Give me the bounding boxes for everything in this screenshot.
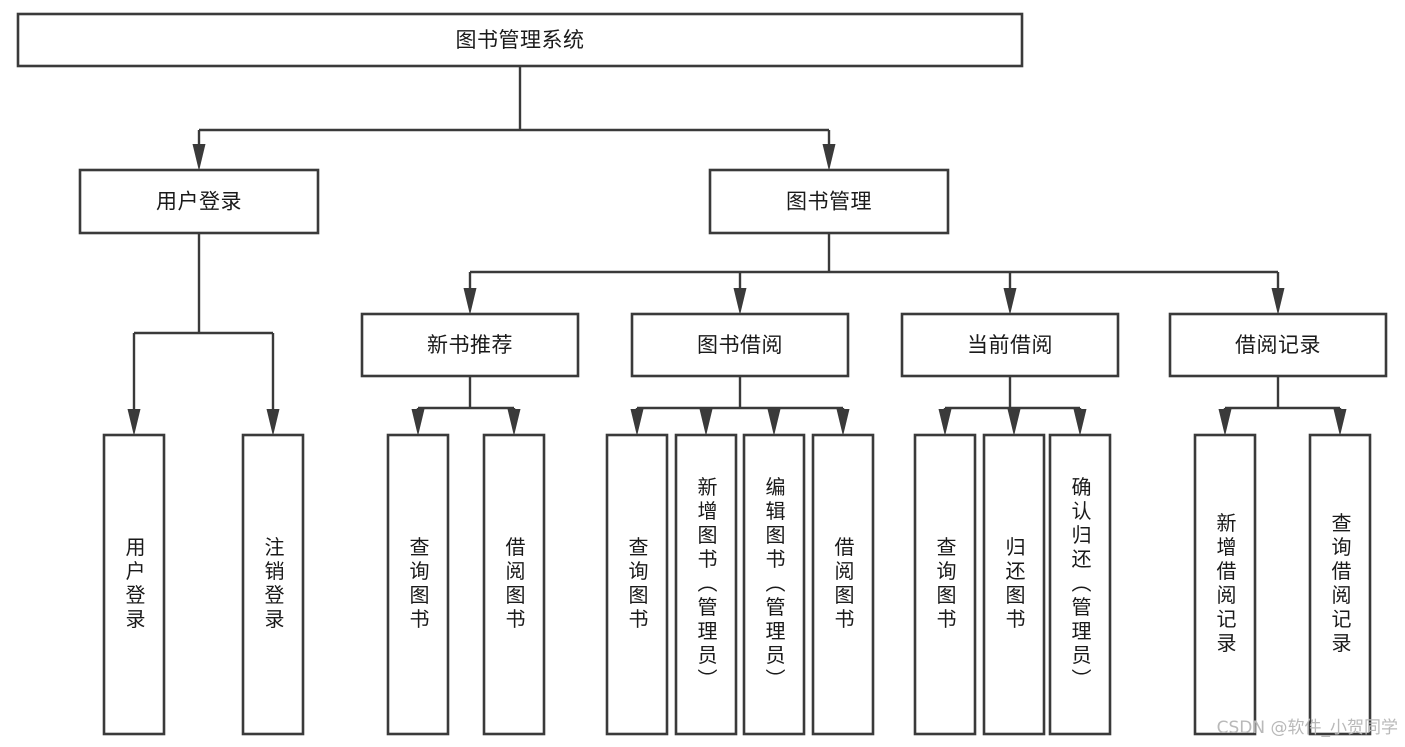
node-label-leaf9: 查询图书 bbox=[933, 536, 957, 632]
node-box-leaf2 bbox=[241, 433, 305, 736]
edge-arrowhead-leaf7 bbox=[767, 409, 781, 436]
node-leaf2[interactable]: 注销登录 bbox=[241, 433, 305, 736]
edge-arrowhead-leaf11 bbox=[1073, 409, 1087, 436]
node-bookmgmt[interactable]: 图书管理 bbox=[708, 168, 950, 235]
edge-arrowhead-leaf2 bbox=[266, 409, 280, 436]
node-box-leaf5 bbox=[605, 433, 669, 736]
node-box-leaf7 bbox=[742, 433, 806, 736]
node-label-leaf12: 新增借阅记录 bbox=[1213, 512, 1237, 656]
node-box-borrow bbox=[630, 312, 850, 378]
node-label-root: 图书管理系统 bbox=[456, 28, 585, 52]
node-label-leaf13: 查询借阅记录 bbox=[1328, 512, 1352, 656]
node-label-newbook: 新书推荐 bbox=[427, 333, 513, 357]
node-box-leaf9 bbox=[913, 433, 977, 736]
node-label-login: 用户登录 bbox=[156, 190, 242, 214]
node-label-leaf6: 新增图书（管理员） bbox=[694, 476, 718, 692]
node-borrow[interactable]: 图书借阅 bbox=[630, 312, 850, 378]
node-label-leaf1: 用户登录 bbox=[122, 537, 146, 633]
edge-arrowhead-borrow bbox=[733, 288, 747, 315]
node-leaf1[interactable]: 用户登录 bbox=[102, 433, 166, 736]
node-label-borrow: 图书借阅 bbox=[697, 333, 783, 357]
node-label-leaf2: 注销登录 bbox=[261, 536, 285, 632]
node-leaf13[interactable]: 查询借阅记录 bbox=[1308, 433, 1372, 736]
node-box-root bbox=[16, 12, 1024, 68]
node-label-leaf10: 归还图书 bbox=[1002, 536, 1026, 632]
node-label-leaf11: 确认归还（管理员） bbox=[1068, 476, 1092, 692]
node-box-leaf4 bbox=[482, 433, 546, 736]
edge-arrowhead-bookmgmt bbox=[822, 144, 836, 171]
node-current[interactable]: 当前借阅 bbox=[900, 312, 1120, 378]
node-box-login bbox=[78, 168, 320, 235]
node-box-leaf11 bbox=[1048, 433, 1112, 736]
node-leaf4[interactable]: 借阅图书 bbox=[482, 433, 546, 736]
node-label-leaf7: 编辑图书（管理员） bbox=[762, 476, 786, 692]
node-newbook[interactable]: 新书推荐 bbox=[360, 312, 580, 378]
node-leaf10[interactable]: 归还图书 bbox=[982, 433, 1046, 736]
edge-arrowhead-leaf6 bbox=[699, 409, 713, 436]
edge-arrowhead-leaf8 bbox=[836, 409, 850, 436]
node-box-newbook bbox=[360, 312, 580, 378]
node-box-leaf13 bbox=[1308, 433, 1372, 736]
node-leaf5[interactable]: 查询图书 bbox=[605, 433, 669, 736]
node-box-leaf3 bbox=[386, 433, 450, 736]
edge-arrowhead-records bbox=[1271, 288, 1285, 315]
node-login[interactable]: 用户登录 bbox=[78, 168, 320, 235]
node-leaf8[interactable]: 借阅图书 bbox=[811, 433, 875, 736]
edge-arrowhead-newbook bbox=[463, 288, 477, 315]
node-label-current: 当前借阅 bbox=[967, 333, 1053, 357]
node-label-records: 借阅记录 bbox=[1235, 333, 1321, 357]
node-box-leaf8 bbox=[811, 433, 875, 736]
node-label-leaf3: 查询图书 bbox=[406, 536, 430, 632]
edge-arrowhead-leaf13 bbox=[1333, 409, 1347, 436]
edge-arrowhead-leaf1 bbox=[127, 409, 141, 436]
node-label-leaf8: 借阅图书 bbox=[831, 536, 855, 632]
edge-arrowhead-leaf10 bbox=[1007, 409, 1021, 436]
edge-arrowhead-leaf5 bbox=[630, 409, 644, 436]
node-label-leaf4: 借阅图书 bbox=[502, 536, 526, 632]
edges-layer bbox=[127, 66, 1347, 436]
node-box-bookmgmt bbox=[708, 168, 950, 235]
node-root[interactable]: 图书管理系统 bbox=[16, 12, 1024, 68]
node-leaf7[interactable]: 编辑图书（管理员） bbox=[742, 433, 806, 736]
node-box-leaf10 bbox=[982, 433, 1046, 736]
node-label-bookmgmt: 图书管理 bbox=[786, 190, 872, 214]
nodes-layer: 图书管理系统用户登录图书管理新书推荐图书借阅当前借阅借阅记录用户登录注销登录查询… bbox=[16, 12, 1388, 736]
edge-arrowhead-leaf12 bbox=[1218, 409, 1232, 436]
edge-arrowhead-login bbox=[192, 144, 206, 171]
node-box-records bbox=[1168, 312, 1388, 378]
node-leaf9[interactable]: 查询图书 bbox=[913, 433, 977, 736]
node-box-leaf12 bbox=[1193, 433, 1257, 736]
csdn-watermark: CSDN @软件_小贺同学 bbox=[1217, 718, 1398, 738]
node-leaf12[interactable]: 新增借阅记录 bbox=[1193, 433, 1257, 736]
node-label-leaf5: 查询图书 bbox=[625, 536, 649, 632]
node-box-current bbox=[900, 312, 1120, 378]
edge-arrowhead-current bbox=[1003, 288, 1017, 315]
node-leaf11[interactable]: 确认归还（管理员） bbox=[1048, 433, 1112, 736]
node-leaf6[interactable]: 新增图书（管理员） bbox=[674, 433, 738, 736]
edge-arrowhead-leaf3 bbox=[411, 409, 425, 436]
node-leaf3[interactable]: 查询图书 bbox=[386, 433, 450, 736]
edge-arrowhead-leaf4 bbox=[507, 409, 521, 436]
edge-arrowhead-leaf9 bbox=[938, 409, 952, 436]
node-box-leaf1 bbox=[102, 433, 166, 736]
node-records[interactable]: 借阅记录 bbox=[1168, 312, 1388, 378]
node-box-leaf6 bbox=[674, 433, 738, 736]
